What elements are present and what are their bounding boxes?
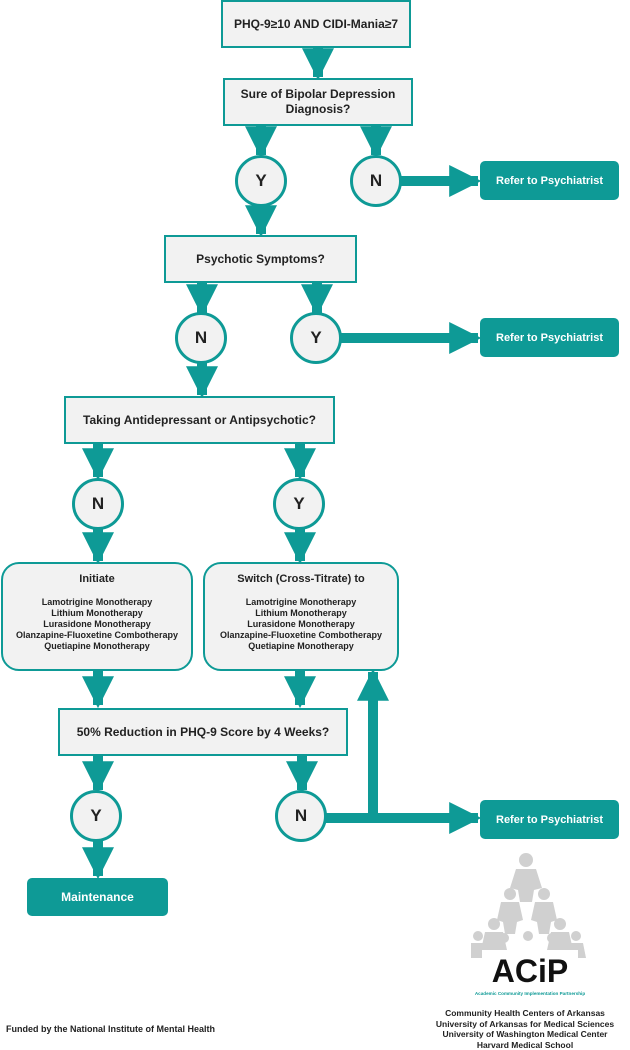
initiate-therapy-item: Quetiapine Monotherapy [44, 641, 150, 651]
initiate-therapy-item: Lamotrigine Monotherapy [41, 597, 153, 607]
bipolar-no-circle: N [350, 155, 402, 207]
psychotic-yes-circle: Y [290, 312, 342, 364]
switch-therapy-list: Lamotrigine Monotherapy Lithium Monother… [205, 597, 397, 652]
reduction-no-circle: N [275, 790, 327, 842]
initiate-therapy-item: Olanzapine-Fluoxetine Combotherapy [15, 630, 179, 640]
acip-logo-wordmark: ACiP [492, 953, 568, 989]
institution-name: University of Arkansas for Medical Scien… [435, 1018, 615, 1029]
bipolar-diagnosis-question: Sure of Bipolar Depression Diagnosis? [223, 78, 413, 126]
refer-to-psychiatrist-1: Refer to Psychiatrist [480, 161, 619, 200]
switch-therapy-item: Lithium Monotherapy [255, 608, 347, 618]
initiate-therapy-item: Lurasidone Monotherapy [43, 619, 151, 629]
switch-therapy-item: Quetiapine Monotherapy [248, 641, 354, 651]
institution-name: Harvard Medical School [476, 1039, 574, 1050]
taking-no-circle: N [72, 478, 124, 530]
switch-therapy-item: Lurasidone Monotherapy [247, 619, 355, 629]
refer-to-psychiatrist-2: Refer to Psychiatrist [480, 318, 619, 357]
institution-list: Community Health Centers of Arkansas Uni… [420, 1008, 630, 1050]
maintenance-box: Maintenance [27, 878, 168, 916]
funding-note: Funded by the National Institute of Ment… [6, 1024, 216, 1034]
initiate-treatment-box: Initiate Lamotrigine Monotherapy Lithium… [1, 562, 193, 671]
initiate-title: Initiate [79, 573, 115, 585]
switch-title: Switch (Cross-Titrate) to [237, 573, 365, 585]
switch-treatment-box: Switch (Cross-Titrate) to Lamotrigine Mo… [203, 562, 399, 671]
taking-medication-question: Taking Antidepressant or Antipsychotic? [64, 396, 335, 444]
initiate-therapy-list: Lamotrigine Monotherapy Lithium Monother… [3, 597, 191, 652]
reduction-yes-circle: Y [70, 790, 122, 842]
refer-to-psychiatrist-3: Refer to Psychiatrist [480, 800, 619, 839]
switch-therapy-item: Lamotrigine Monotherapy [245, 597, 357, 607]
acip-logo-tagline: Academic Community Implementation Partne… [475, 991, 585, 996]
bipolar-yes-circle: Y [235, 155, 287, 207]
bipolar-question-line-1: Sure of Bipolar Depression [240, 87, 396, 101]
initiate-therapy-item: Lithium Monotherapy [51, 608, 143, 618]
institution-name: Community Health Centers of Arkansas [445, 1008, 605, 1018]
psychotic-symptoms-question: Psychotic Symptoms? [164, 235, 357, 283]
start-criteria-box: PHQ-9≥10 AND CIDI-Mania≥7 [221, 0, 411, 48]
acip-logo: ACiP Academic Community Implementation P… [471, 853, 586, 996]
bipolar-question-line-2: Diagnosis? [285, 102, 351, 116]
taking-yes-circle: Y [273, 478, 325, 530]
switch-therapy-item: Olanzapine-Fluoxetine Combotherapy [219, 630, 383, 640]
institution-name: University of Washington Medical Center [442, 1029, 608, 1039]
psychotic-no-circle: N [175, 312, 227, 364]
phq9-reduction-question: 50% Reduction in PHQ-9 Score by 4 Weeks? [58, 708, 348, 756]
